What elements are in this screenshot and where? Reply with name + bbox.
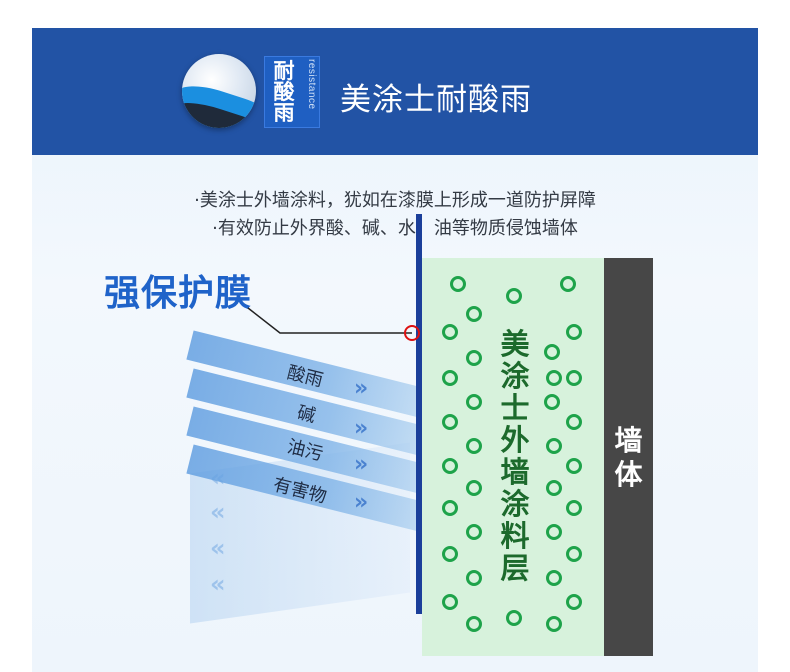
particle-icon bbox=[566, 370, 582, 386]
particle-icon bbox=[466, 350, 482, 366]
particle-icon bbox=[466, 394, 482, 410]
content-panel: 耐酸雨 resistance 美涂士耐酸雨 ·美涂士外墙涂料，犹如在漆膜上形成一… bbox=[32, 28, 758, 672]
particle-icon bbox=[566, 458, 582, 474]
description-line-1: ·美涂士外墙涂料，犹如在漆膜上形成一道防护屏障 bbox=[194, 190, 596, 211]
forward-chevron-icon: » bbox=[354, 376, 369, 401]
particle-icon bbox=[442, 370, 458, 386]
particle-icon bbox=[566, 324, 582, 340]
particle-icon bbox=[442, 458, 458, 474]
film-callout-line bbox=[247, 307, 420, 341]
description-line-2: ·有效防止外界酸、碱、水、油等物质侵蚀墙体 bbox=[212, 218, 578, 239]
page-title: 美涂士耐酸雨 bbox=[340, 82, 532, 118]
header-banner: 耐酸雨 resistance 美涂士耐酸雨 bbox=[32, 28, 758, 155]
particle-icon bbox=[546, 438, 562, 454]
particle-icon bbox=[566, 546, 582, 562]
badge-english-text: resistance bbox=[306, 59, 317, 110]
coating-sample-icon bbox=[182, 54, 256, 128]
particle-icon bbox=[466, 570, 482, 586]
feature-badge: 耐酸雨 resistance bbox=[264, 56, 320, 128]
particle-icon bbox=[442, 546, 458, 562]
particle-icon bbox=[442, 594, 458, 610]
particle-icon bbox=[466, 438, 482, 454]
forward-chevron-icon: » bbox=[354, 416, 369, 441]
particle-icon bbox=[544, 394, 560, 410]
particle-icon bbox=[560, 276, 576, 292]
coating-layer-label: 美涂士外墙涂料层 bbox=[500, 327, 530, 585]
particle-icon bbox=[546, 524, 562, 540]
film-label: 强保护膜 bbox=[104, 273, 253, 314]
particle-icon bbox=[546, 370, 562, 386]
particle-icon bbox=[450, 276, 466, 292]
badge-chinese-text: 耐酸雨 bbox=[273, 59, 295, 125]
particle-icon bbox=[544, 344, 560, 360]
particle-icon bbox=[546, 616, 562, 632]
particle-icon bbox=[466, 306, 482, 322]
particle-icon bbox=[566, 500, 582, 516]
particle-icon bbox=[466, 524, 482, 540]
forward-chevron-icon: » bbox=[354, 452, 369, 477]
particle-icon bbox=[442, 324, 458, 340]
particle-icon bbox=[546, 570, 562, 586]
particle-icon bbox=[442, 414, 458, 430]
particle-icon bbox=[566, 414, 582, 430]
forward-chevron-icon: » bbox=[354, 490, 369, 515]
particle-icon bbox=[506, 610, 522, 626]
particle-icon bbox=[566, 594, 582, 610]
particle-icon bbox=[442, 500, 458, 516]
protective-film bbox=[416, 214, 422, 614]
particle-icon bbox=[506, 288, 522, 304]
particle-icon bbox=[466, 480, 482, 496]
wall-label: 墙体 bbox=[614, 424, 643, 491]
wall-block bbox=[604, 258, 653, 656]
particle-icon bbox=[466, 616, 482, 632]
particle-icon bbox=[546, 480, 562, 496]
callout-marker-icon bbox=[404, 325, 420, 341]
